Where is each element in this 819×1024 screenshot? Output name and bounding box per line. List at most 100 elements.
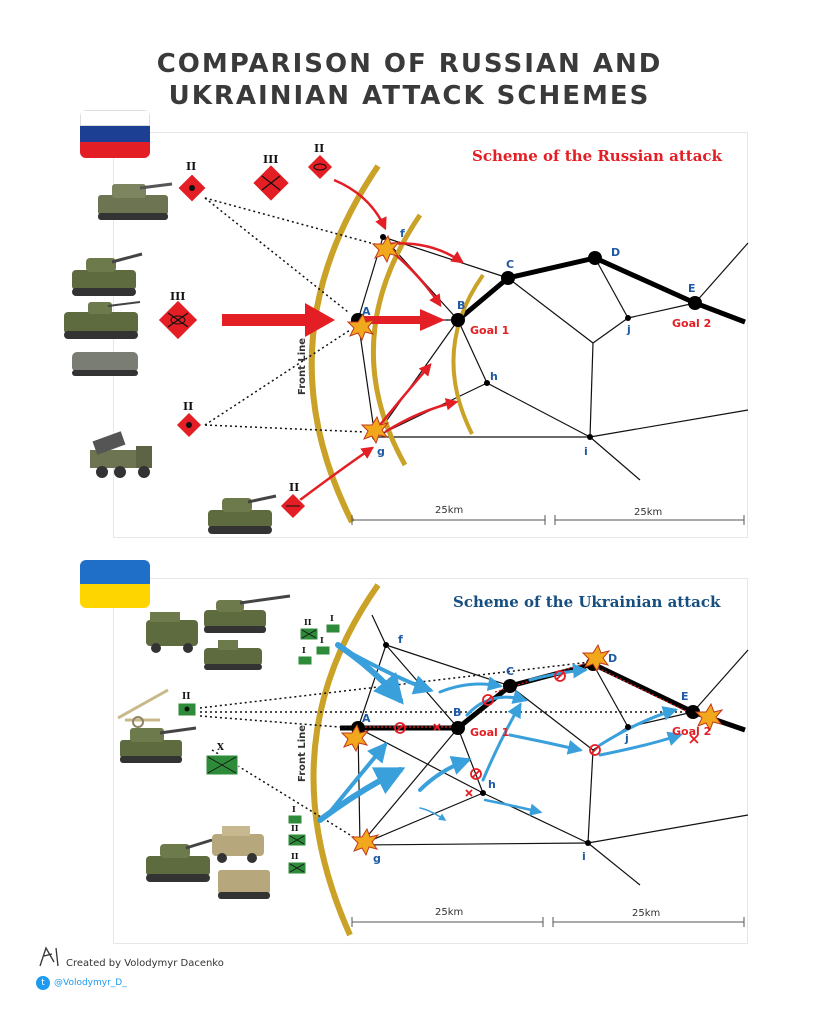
- svg-text:X: X: [217, 743, 224, 753]
- svg-text:II: II: [314, 142, 324, 155]
- russian-front-line: [308, 164, 381, 524]
- svg-text:D: D: [608, 652, 617, 665]
- svg-text:I: I: [330, 613, 334, 623]
- author-logo-icon: [39, 946, 59, 967]
- russian-scheme-panel: [113, 132, 748, 538]
- svg-text:g: g: [373, 852, 381, 865]
- mlrs-icon: [90, 431, 152, 478]
- svg-text:II: II: [186, 160, 196, 173]
- russian-distance-1: 25km: [435, 505, 463, 516]
- credit-author: Created by Volodymyr Dacenko: [66, 958, 224, 969]
- svg-text:j: j: [624, 732, 629, 745]
- russian-main-thrust-arrow: [222, 303, 335, 337]
- humvee-icon: [212, 826, 264, 863]
- tank-icon: [72, 252, 143, 296]
- svg-text:A: A: [362, 712, 371, 725]
- russia-flag-icon: [80, 110, 150, 158]
- ukrainian-goal1-label: Goal 1: [470, 726, 509, 739]
- russian-unit-3: II: [306, 142, 334, 181]
- russian-node-labels: A B C D E f g h i j: [362, 227, 696, 458]
- twitter-icon: t: [36, 976, 50, 990]
- ukrainian-unit-8: II: [287, 823, 307, 847]
- title-line-2: UKRAINIAN ATTACK SCHEMES: [168, 81, 651, 111]
- svg-text:III: III: [263, 153, 278, 166]
- russian-goal2-label: Goal 2: [672, 317, 711, 330]
- ukraine-flag-icon: [80, 560, 150, 608]
- svg-text:III: III: [170, 290, 185, 303]
- svg-text:i: i: [582, 850, 586, 863]
- svg-text:E: E: [681, 690, 689, 703]
- russian-unit-6: II: [279, 481, 307, 520]
- ukrainian-fire-lines: [199, 661, 690, 839]
- svg-text:E: E: [688, 282, 696, 295]
- page-title: COMPARISON OF RUSSIAN AND UKRAINIAN ATTA…: [0, 48, 819, 112]
- ukrainian-distance-2: 25km: [632, 908, 660, 919]
- russian-unit-5: II: [175, 400, 203, 439]
- ukrainian-heading: Scheme of the Ukrainian attack: [453, 593, 721, 611]
- russian-main-road: [456, 255, 746, 325]
- russian-second-line: [370, 213, 423, 467]
- artillery-icon: [120, 726, 197, 763]
- tank-icon: [204, 594, 291, 633]
- tank-icon: [146, 838, 213, 882]
- russian-unit-4: III: [157, 290, 199, 341]
- ukrainian-road-network: [357, 614, 749, 886]
- svg-text:j: j: [626, 323, 631, 336]
- strike-x-icon: [394, 670, 699, 797]
- svg-text:I: I: [292, 804, 296, 814]
- ukrainian-front-line: [310, 583, 381, 937]
- credit-twitter[interactable]: t @Volodymyr_D_: [36, 976, 127, 990]
- ukrainian-unit-2: I: [325, 613, 341, 634]
- russian-third-line: [451, 273, 485, 435]
- svg-text:A: A: [362, 305, 371, 318]
- ukrainian-unit-9: II: [287, 851, 307, 875]
- svg-text:C: C: [506, 258, 514, 271]
- ukrainian-front-line-label: Front Line: [297, 725, 308, 782]
- ukrainian-precision-lines: [365, 661, 689, 728]
- artillery-icon: [98, 182, 173, 220]
- ukrainian-node-labels: A B C D E f g h i j: [362, 633, 689, 865]
- explosion-icon: [346, 234, 401, 445]
- svg-text:f: f: [400, 227, 405, 240]
- twitter-handle[interactable]: @Volodymyr_D_: [54, 978, 127, 988]
- svg-text:i: i: [584, 445, 588, 458]
- svg-text:II: II: [291, 851, 299, 861]
- russian-nodes: [351, 234, 702, 440]
- russian-goal1-label: Goal 1: [470, 324, 509, 337]
- ukrainian-unit-7: I: [287, 804, 303, 825]
- russian-vehicles: [64, 182, 277, 534]
- svg-text:II: II: [182, 692, 190, 702]
- svg-text:II: II: [183, 400, 193, 413]
- ukrainian-diagram: Front Line: [117, 583, 749, 937]
- russian-breakthrough-arrow: [360, 309, 445, 331]
- svg-text:h: h: [490, 370, 498, 383]
- russian-heading: Scheme of the Russian attack: [472, 147, 723, 165]
- svg-text:C: C: [506, 665, 514, 678]
- russian-diagram: Front Line: [64, 142, 749, 534]
- russian-scale-bar: [351, 515, 745, 525]
- explosion-icon: [340, 643, 724, 857]
- svg-text:II: II: [289, 481, 299, 494]
- ukrainian-unit-symbols: II I I I II X I II II: [177, 613, 341, 875]
- ukrainian-distance-1: 25km: [435, 907, 463, 918]
- russian-unit-2: III: [251, 153, 291, 203]
- svg-text:D: D: [611, 246, 620, 259]
- ukrainian-unit-6: X: [205, 743, 239, 776]
- ukrainian-goal2-label: Goal 2: [672, 725, 711, 738]
- apc-icon: [218, 870, 270, 899]
- ifv-icon: [64, 301, 141, 339]
- tank-icon: [208, 494, 277, 534]
- svg-text:B: B: [453, 706, 461, 719]
- svg-text:I: I: [320, 635, 324, 645]
- howitzer-icon: [117, 688, 169, 728]
- russian-fire-lines: [204, 197, 379, 433]
- svg-text:II: II: [304, 617, 312, 627]
- ukrainian-unit-3: I: [315, 635, 331, 656]
- svg-text:I: I: [302, 645, 306, 655]
- ukrainian-scale-bar: [351, 917, 745, 927]
- ifv-icon: [204, 640, 262, 670]
- title-line-1: COMPARISON OF RUSSIAN AND: [156, 49, 663, 79]
- apc-icon: [72, 352, 138, 376]
- russian-unit-1: II: [177, 160, 207, 203]
